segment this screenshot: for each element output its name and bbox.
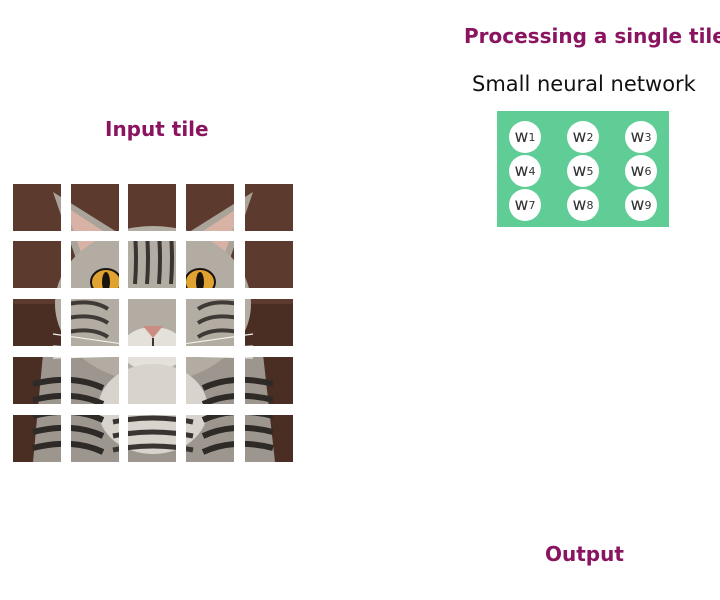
weight-label: w bbox=[630, 127, 645, 147]
weight-label: w bbox=[630, 161, 645, 181]
input-tile-title: Input tile bbox=[105, 117, 209, 141]
weight-index: 5 bbox=[586, 164, 594, 178]
image-tile bbox=[186, 184, 234, 231]
image-tile bbox=[13, 415, 61, 462]
image-tile bbox=[245, 184, 293, 231]
image-tile bbox=[71, 184, 119, 231]
image-tile bbox=[245, 299, 293, 346]
image-tile bbox=[245, 357, 293, 404]
weight-index: 2 bbox=[586, 130, 594, 144]
image-tile bbox=[245, 415, 293, 462]
weight-label: w bbox=[572, 127, 587, 147]
image-tile bbox=[128, 415, 176, 462]
image-tile bbox=[186, 357, 234, 404]
processing-title: Processing a single tile bbox=[464, 24, 720, 48]
weight-label: w bbox=[572, 161, 587, 181]
image-tile bbox=[128, 299, 176, 346]
image-tile bbox=[128, 357, 176, 404]
weight-index: 8 bbox=[586, 198, 594, 212]
output-title: Output bbox=[545, 542, 624, 566]
weight-label: w bbox=[572, 195, 587, 215]
image-tile bbox=[13, 299, 61, 346]
weight-label: w bbox=[514, 127, 529, 147]
weight-index: 6 bbox=[644, 164, 652, 178]
image-tile bbox=[71, 415, 119, 462]
image-tile bbox=[13, 357, 61, 404]
image-tile bbox=[128, 241, 176, 288]
image-tile bbox=[245, 241, 293, 288]
image-tile bbox=[186, 299, 234, 346]
weight-index: 7 bbox=[528, 198, 536, 212]
image-tile bbox=[128, 184, 176, 231]
image-tile bbox=[71, 241, 119, 288]
weight-label: w bbox=[514, 161, 529, 181]
weight-index: 1 bbox=[528, 130, 536, 144]
input-tile-grid bbox=[13, 184, 293, 462]
image-tile bbox=[186, 241, 234, 288]
image-tile bbox=[13, 184, 61, 231]
image-tile bbox=[186, 415, 234, 462]
image-tile bbox=[71, 357, 119, 404]
image-tile bbox=[71, 299, 119, 346]
weight-label: w bbox=[514, 195, 529, 215]
weight-index: 3 bbox=[644, 130, 652, 144]
image-tile bbox=[13, 241, 61, 288]
weight-label: w bbox=[630, 195, 645, 215]
network-title: Small neural network bbox=[472, 72, 696, 96]
weight-index: 9 bbox=[644, 198, 652, 212]
weight-index: 4 bbox=[528, 164, 536, 178]
